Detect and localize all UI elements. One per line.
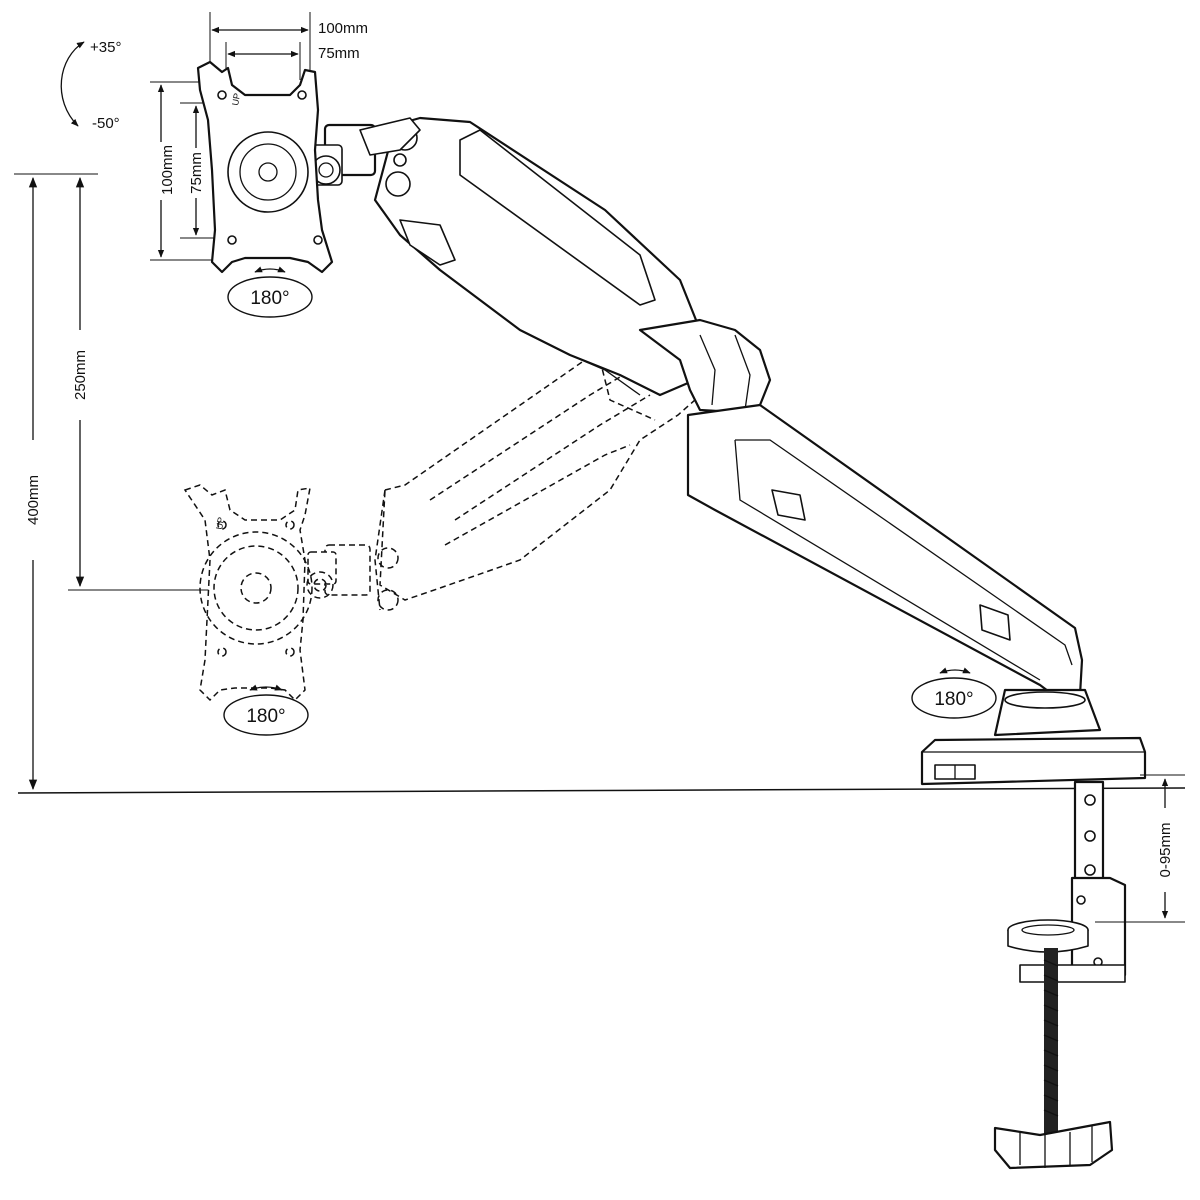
tilt-up-label: +35° (90, 39, 121, 56)
clamp-screw (1044, 948, 1058, 1143)
raised-vesa-plate: UP (196, 60, 334, 274)
bottom-plate-rotation: 180° (223, 684, 309, 736)
raised-plate-up-mark: UP (230, 92, 242, 106)
tilt-arrow-icon (60, 41, 85, 127)
total-height-dimension: 400mm (14, 173, 98, 791)
base-rotation-label: 180° (934, 689, 973, 710)
vesa-outer-width-label: 100mm (318, 20, 368, 37)
raised-arm (309, 116, 1102, 737)
main-arm (686, 403, 1084, 702)
vesa-inner-width-label: 75mm (318, 45, 360, 62)
vesa-width-dimensions: 100mm 75mm (209, 12, 368, 80)
bottom-plate-rotation-label: 180° (246, 706, 285, 727)
base-rotation: 180° (911, 667, 997, 719)
vesa-outer-height-label: 100mm (159, 145, 176, 195)
top-plate-rotation: 180° (227, 266, 313, 318)
tilt-down-label: -50° (92, 115, 120, 132)
lowered-vesa-plate: UP (183, 484, 313, 702)
lowered-plate-up-mark: UP (214, 516, 226, 530)
total-height-label: 400mm (25, 475, 42, 525)
tilt-indicator: +35° -50° (60, 39, 121, 132)
top-plate-rotation-label: 180° (250, 288, 289, 309)
clamp-knob (993, 1120, 1114, 1170)
vesa-inner-height-label: 75mm (188, 152, 205, 194)
height-adjust-label: 250mm (72, 350, 89, 400)
height-adjust-dimension: 250mm (68, 176, 238, 591)
desk-clamp (920, 736, 1147, 1170)
clamp-range-label: 0-95mm (1157, 822, 1174, 877)
clamp-range-dimension: 0-95mm (1095, 774, 1185, 923)
desk-surface-line (17, 787, 1186, 794)
raised-forearm (373, 116, 702, 397)
